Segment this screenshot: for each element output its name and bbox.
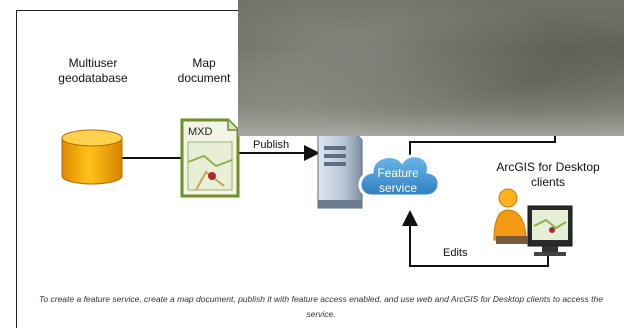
figure-caption: To create a feature service, create a ma… <box>39 294 603 319</box>
publish-label: Publish <box>253 139 290 151</box>
photo-overlay-image <box>238 0 624 136</box>
server-icon <box>317 133 363 209</box>
desktop-client-icon <box>493 188 573 256</box>
feature-service-cloud-icon <box>358 154 441 198</box>
map-document-icon <box>180 118 240 198</box>
geodatabase-label: Multiuser geodatabase <box>58 56 128 85</box>
desktop-clients-label: ArcGIS for Desktop clients <box>496 160 600 189</box>
geodatabase-icon <box>61 129 123 185</box>
mxd-label: MXD <box>188 126 213 138</box>
map-document-label: Map document <box>177 56 231 85</box>
edits-label: Edits <box>443 247 468 259</box>
web-line <box>409 136 556 160</box>
feature-service-label: Feature service <box>377 166 419 195</box>
